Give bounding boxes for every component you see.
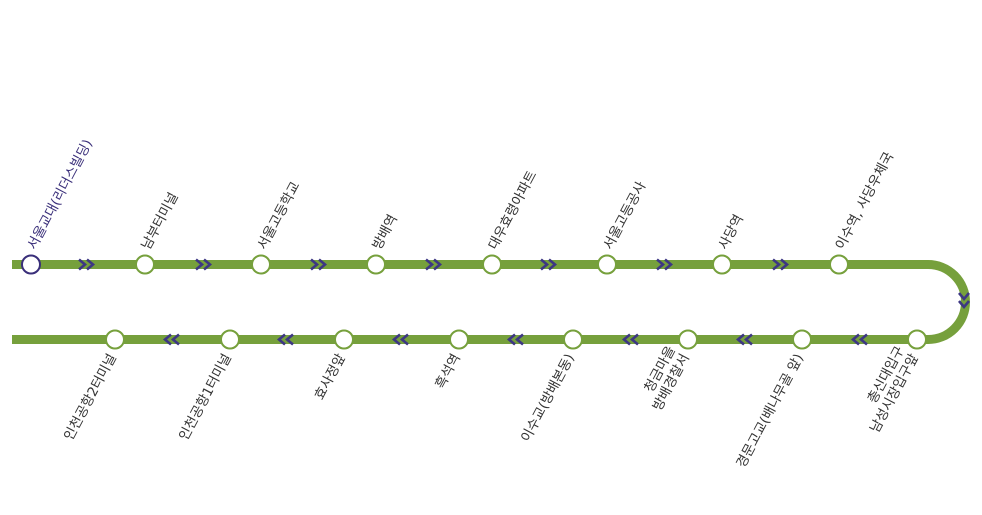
stop-name[interactable]: 서울고등공사: [600, 179, 649, 253]
stop-labels: 서울교대(리더스빌딩) 남부터미널 서울고등학교 방배역 대우효령아파트 서울고등공사 사당…: [24, 137, 922, 471]
right-arrow-icon: [780, 258, 790, 271]
stop-marker[interactable]: [105, 329, 125, 350]
stop-marker[interactable]: [597, 254, 617, 275]
stop-marker[interactable]: [829, 254, 849, 275]
stop-marker[interactable]: [366, 254, 386, 275]
right-arrow-icon: [540, 258, 550, 271]
left-arrow-icon: [276, 333, 286, 346]
left-arrow-icon: [506, 333, 516, 346]
stop-name-line: 인천공항1터미널: [176, 351, 235, 443]
right-arrow-icon: [203, 258, 213, 271]
stop-marker[interactable]: [334, 329, 354, 350]
stop-name-line: 인천공항2터미널: [61, 351, 120, 443]
left-arrow-icon: [284, 333, 294, 346]
left-arrow-icon: [629, 333, 639, 346]
stop-name[interactable]: 대우효령아파트: [485, 168, 540, 252]
right-arrow-icon: [86, 258, 96, 271]
left-arrow-icon: [743, 333, 753, 346]
stop-name-line: 이수교(방배본동): [518, 351, 578, 445]
stop-name[interactable]: 방배역: [369, 212, 401, 252]
right-arrow-icon: [310, 258, 320, 271]
stop-marker[interactable]: [792, 329, 812, 350]
stop-name[interactable]: 경문고교(배나무골 앞): [733, 351, 807, 470]
stop-marker[interactable]: [907, 329, 927, 350]
stop-marker[interactable]: [21, 254, 41, 275]
stop-name-line: 경문고교(배나무골 앞): [733, 351, 807, 470]
right-arrow-icon: [425, 258, 435, 271]
stop-name-line: 효사정앞: [311, 351, 348, 402]
bus-stops: [21, 254, 927, 350]
stop-name-line: 흑석역: [432, 351, 464, 391]
right-arrow-icon: [548, 258, 558, 271]
left-arrow-icon: [162, 333, 172, 346]
stop-name[interactable]: 남부터미널: [138, 190, 181, 252]
stop-marker[interactable]: [712, 254, 732, 275]
stop-marker[interactable]: [449, 329, 469, 350]
stop-marker[interactable]: [563, 329, 583, 350]
route-line: [12, 260, 970, 344]
stop-marker[interactable]: [482, 254, 502, 275]
left-arrow-icon: [399, 333, 409, 346]
stop-marker[interactable]: [220, 329, 240, 350]
stop-name[interactable]: 이수역, 사당우체국: [832, 150, 897, 253]
stop-name[interactable]: 서울교대(리더스빌딩): [24, 137, 96, 253]
right-arrow-icon: [656, 258, 666, 271]
stop-name[interactable]: 서울고등학교: [254, 179, 303, 252]
stop-marker[interactable]: [251, 254, 271, 275]
stop-name[interactable]: 인천공항2터미널: [61, 351, 120, 443]
right-arrow-icon: [433, 258, 443, 271]
left-arrow-icon: [850, 333, 860, 346]
stop-marker[interactable]: [135, 254, 155, 275]
left-arrow-icon: [858, 333, 868, 346]
left-arrow-icon: [170, 333, 180, 346]
stop-name[interactable]: 인천공항1터미널: [176, 351, 235, 443]
right-arrow-icon: [772, 258, 782, 271]
right-arrow-icon: [318, 258, 328, 271]
stop-marker[interactable]: [678, 329, 698, 350]
down-arrow-icon: [958, 292, 970, 302]
left-arrow-icon: [621, 333, 631, 346]
direction-arrows: [78, 258, 970, 346]
stop-name[interactable]: 이수교(방배본동): [518, 351, 578, 445]
left-arrow-icon: [391, 333, 401, 346]
left-arrow-icon: [514, 333, 524, 346]
left-arrow-icon: [735, 333, 745, 346]
right-arrow-icon: [78, 258, 88, 271]
down-arrow-icon: [958, 300, 970, 310]
right-arrow-icon: [664, 258, 674, 271]
stop-name[interactable]: 효사정앞: [311, 351, 348, 402]
stop-name[interactable]: 사당역: [715, 212, 747, 252]
stop-name[interactable]: 흑석역: [432, 351, 464, 391]
right-arrow-icon: [195, 258, 205, 271]
